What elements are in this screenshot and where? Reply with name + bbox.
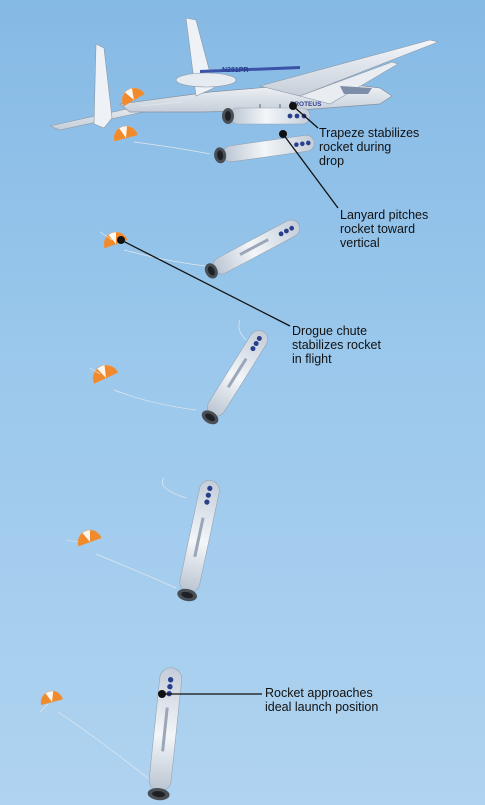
callout-trapeze-label: Trapeze stabilizes rocket during drop xyxy=(319,126,420,168)
drogue-chute-5 xyxy=(65,529,177,589)
callout-leader-trapeze xyxy=(289,102,319,129)
aircraft-name: PROTEUS xyxy=(290,101,322,108)
aircraft-tail-number: N281PR xyxy=(222,67,248,74)
callout-lanyard-label: Lanyard pitches rocket toward vertical xyxy=(340,208,429,250)
drogue-chute-4 xyxy=(89,364,197,411)
rocket-stage-5 xyxy=(177,480,220,602)
rocket-stage-3 xyxy=(204,219,301,279)
rocket-stage-4 xyxy=(201,329,269,425)
drogue-chute-6 xyxy=(39,690,151,781)
callout-drogue-label: Drogue chute stabilizes rocket in flight xyxy=(292,324,381,366)
proteus-aircraft: N281PR PROTEUS xyxy=(48,17,439,131)
drogue-chute-1 xyxy=(121,87,183,107)
rocket-stage-2 xyxy=(214,134,315,164)
rocket-stage-6 xyxy=(147,667,183,801)
callout-leader-lanyard xyxy=(279,130,339,209)
callout-leader-approach xyxy=(158,690,262,698)
callout-leader-drogue xyxy=(117,236,291,327)
drogue-chute-2 xyxy=(113,125,211,155)
rocket-stage-1 xyxy=(222,107,311,125)
callout-approach-label: Rocket approaches ideal launch position xyxy=(265,686,379,714)
